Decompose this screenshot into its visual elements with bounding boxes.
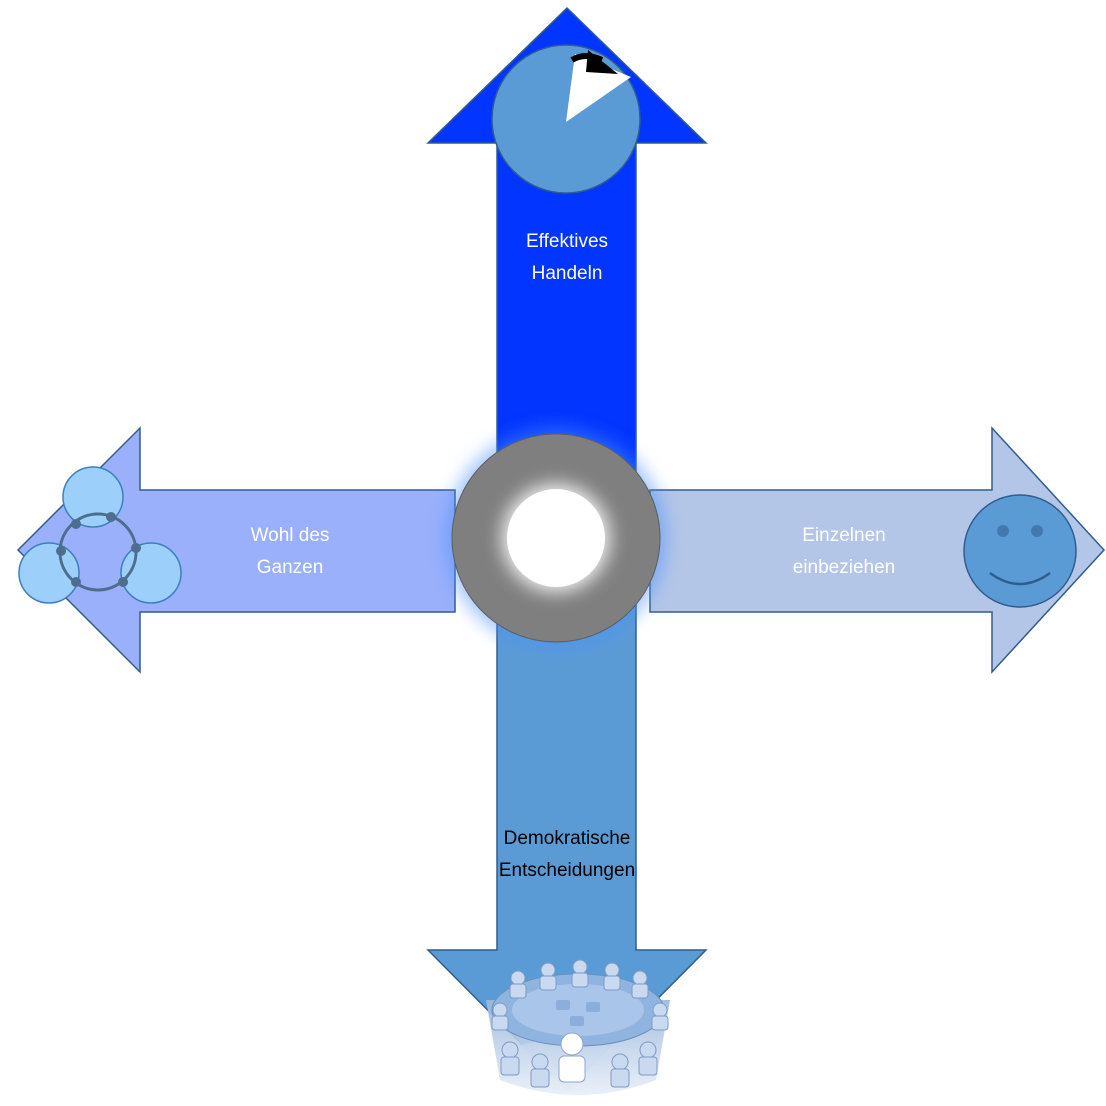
arrow-left (16, 426, 456, 674)
label-effektives-handeln: Effektives Handeln (467, 226, 667, 290)
smiley-icon (963, 494, 1077, 608)
label-wohl-des-ganzen: Wohl des Ganzen (190, 520, 390, 584)
label-left-line1: Wohl des (250, 525, 330, 546)
arrow-right (649, 426, 1106, 674)
linked-circles-icon (18, 466, 182, 604)
label-einzelnen-einbeziehen: Einzelnen einbeziehen (744, 520, 944, 584)
label-top-line1: Effektives (525, 231, 609, 252)
label-right-line2: einbeziehen (792, 557, 896, 578)
round-table-meeting-icon (486, 959, 670, 1102)
label-top-line2: Handeln (531, 263, 603, 284)
label-bottom-line1: Demokratische (503, 828, 631, 849)
stopwatch-icon (491, 44, 641, 194)
label-bottom-line2: Entscheidungen (498, 860, 636, 881)
label-left-line2: Ganzen (256, 557, 324, 578)
label-right-line1: Einzelnen (802, 525, 886, 546)
label-demokratische-entscheidungen: Demokratische Entscheidungen (467, 823, 667, 887)
center-ring-icon (446, 428, 666, 648)
